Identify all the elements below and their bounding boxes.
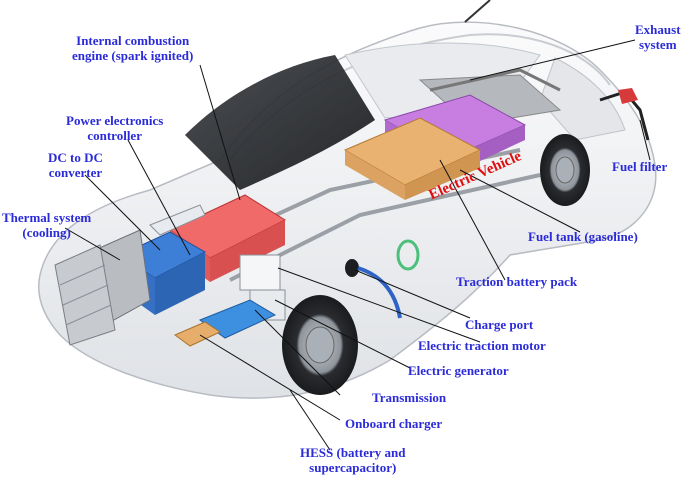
label-transmission: Transmission bbox=[372, 390, 447, 405]
label-dcdc-line1: DC to DC bbox=[48, 150, 103, 165]
label-dcdc-line2: converter bbox=[48, 165, 103, 180]
windshield bbox=[185, 55, 375, 190]
label-ice-line2: engine (spark ignited) bbox=[72, 48, 194, 63]
onboard-charger bbox=[174, 321, 222, 347]
label-hess-line1: HESS (battery and bbox=[300, 445, 406, 460]
antenna bbox=[464, 0, 491, 23]
label-generator: Electric generator bbox=[408, 363, 509, 378]
label-exhaust: Exhaust system bbox=[635, 22, 681, 52]
label-thermal-line2: (cooling) bbox=[22, 225, 71, 240]
label-exhaust-line2: system bbox=[638, 37, 677, 52]
label-thermal-line1: Thermal system bbox=[2, 210, 92, 225]
leader-lines bbox=[64, 39, 651, 451]
label-charge-port: Charge port bbox=[465, 317, 534, 332]
label-ice-line1: Internal combustion bbox=[76, 33, 190, 48]
electric-traction-motor bbox=[239, 254, 281, 291]
label-fuel-tank: Fuel tank (gasoline) bbox=[528, 229, 638, 244]
label-traction-motor: Electric traction motor bbox=[418, 338, 546, 353]
label-hess: HESS (battery and supercapacitor) bbox=[300, 445, 405, 475]
label-fuel-filter: Fuel filter bbox=[612, 159, 668, 174]
label-dc-dc: DC to DC converter bbox=[48, 150, 103, 180]
label-hess-line2: supercapacitor) bbox=[309, 460, 397, 475]
label-thermal: Thermal system (cooling) bbox=[2, 210, 91, 240]
label-battery-pack: Traction battery pack bbox=[456, 274, 578, 289]
label-exhaust-line1: Exhaust bbox=[635, 22, 681, 37]
exhaust-pipe bbox=[429, 68, 561, 92]
label-pec-line1: Power electronics bbox=[66, 113, 164, 128]
label-power-electronics: Power electronics controller bbox=[66, 113, 163, 143]
label-onboard-charger: Onboard charger bbox=[345, 416, 443, 431]
charge-port bbox=[345, 259, 359, 277]
label-ice: Internal combustion engine (spark ignite… bbox=[72, 33, 193, 63]
label-pec-line2: controller bbox=[87, 128, 142, 143]
headlight bbox=[149, 204, 206, 236]
charging-cable bbox=[357, 266, 402, 319]
